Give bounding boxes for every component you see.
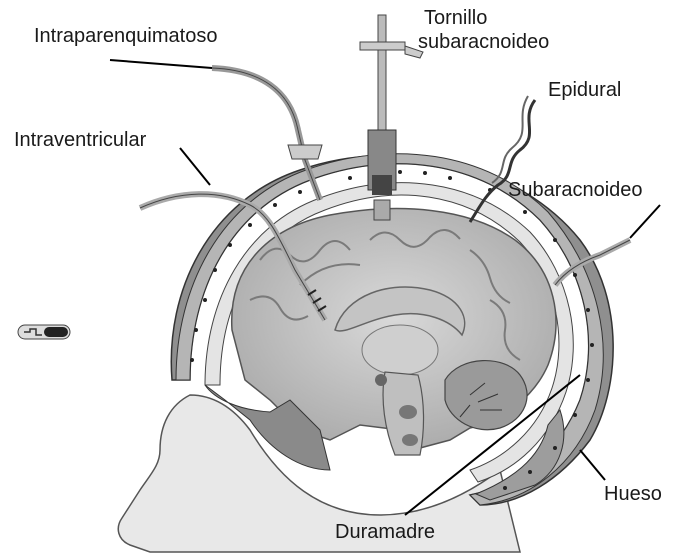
leader-hueso (580, 450, 605, 480)
thalamus (362, 325, 438, 375)
label-intraparenquimatoso: Intraparenquimatoso (34, 25, 217, 47)
pons-dot (375, 374, 387, 386)
cerebellum (445, 361, 527, 430)
transducer-icon (18, 325, 70, 339)
label-hueso: Hueso (604, 483, 662, 505)
leader-intraventricular (180, 148, 210, 185)
label-intraventricular: Intraventricular (14, 129, 147, 151)
leader-subaracnoideo (630, 205, 660, 238)
intraparenchymal-connector (288, 145, 322, 159)
label-tornillo-line2: subaracnoideo (418, 31, 549, 53)
leader-intraparenquimatoso (110, 60, 212, 68)
label-tornillo-line1: Tornillo (424, 7, 487, 29)
label-duramadre: Duramadre (335, 521, 435, 543)
label-epidural: Epidural (548, 79, 621, 101)
label-subaracnoideo: Subaracnoideo (508, 179, 643, 201)
brainstem-spot-2 (402, 434, 418, 446)
brainstem-spot-1 (399, 405, 417, 419)
